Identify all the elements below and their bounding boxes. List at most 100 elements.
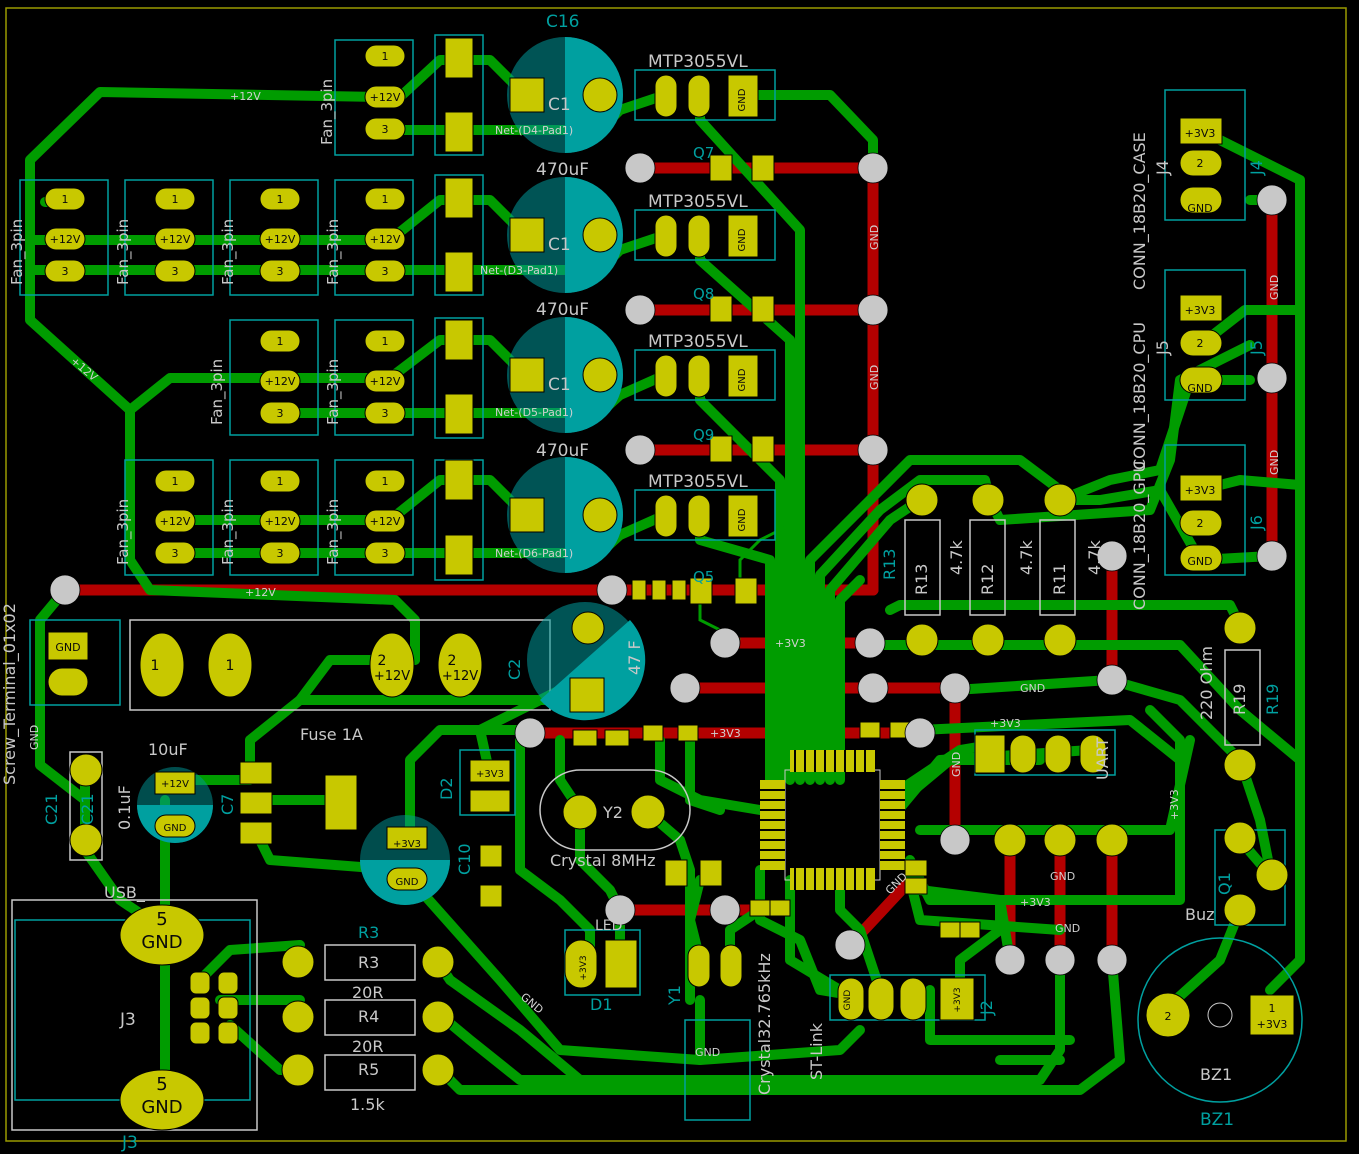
svg-text:1: 1: [277, 193, 284, 206]
component-labels: C16 C1 C1 C1 470uF 470uF 470uF MTP3055VL…: [0, 12, 1282, 1153]
svg-text:J3: J3: [121, 1133, 138, 1153]
svg-text:+12V: +12V: [442, 669, 478, 684]
svg-text:2: 2: [1197, 517, 1204, 530]
svg-text:GND: GND: [737, 88, 748, 111]
svg-text:GND: GND: [1187, 555, 1212, 568]
fan-label-8: Fan_3pin: [114, 499, 133, 565]
fan-labels: Fan_3pin Fan_3pin Fan_3pin Fan_3pin Fan_…: [8, 79, 343, 565]
svg-text:C21: C21: [42, 793, 61, 825]
svg-text:+3V3: +3V3: [710, 727, 741, 740]
svg-text:10uF: 10uF: [148, 740, 188, 759]
svg-text:J3: J3: [119, 1010, 136, 1030]
svg-text:Crystal32.765kHz: Crystal32.765kHz: [755, 953, 774, 1095]
svg-text:GND: GND: [695, 1046, 720, 1059]
fan-label-2: Fan_3pin: [8, 219, 27, 285]
svg-text:GND: GND: [1050, 870, 1075, 883]
svg-text:CONN_18B20_CPU: CONN_18B20_CPU: [1130, 322, 1150, 470]
svg-text:1: 1: [1269, 1002, 1276, 1015]
svg-text:GND: GND: [868, 365, 881, 390]
svg-text:470uF: 470uF: [536, 160, 589, 180]
svg-text:1: 1: [172, 193, 179, 206]
svg-text:R3: R3: [358, 923, 379, 942]
svg-text:J4: J4: [1247, 160, 1266, 176]
svg-text:D2: D2: [437, 778, 456, 801]
fan-label-4: Fan_3pin: [219, 219, 238, 285]
svg-text:GND: GND: [396, 877, 419, 888]
svg-text:0.1uF: 0.1uF: [115, 785, 134, 830]
svg-text:J2: J2: [977, 1000, 996, 1016]
svg-text:R19: R19: [1263, 684, 1282, 715]
svg-text:Net-(D3-Pad1): Net-(D3-Pad1): [480, 264, 558, 277]
svg-text:LED: LED: [595, 918, 622, 934]
svg-text:CONN_18B20_GPU: CONN_18B20_GPU: [1130, 461, 1150, 610]
svg-text:CONN_18B20_CASE: CONN_18B20_CASE: [1130, 132, 1150, 290]
svg-text:3: 3: [277, 265, 284, 278]
svg-text:R12: R12: [978, 564, 997, 595]
svg-text:2: 2: [448, 653, 457, 669]
svg-text:R11: R11: [1050, 564, 1069, 595]
svg-text:+3V3: +3V3: [476, 769, 504, 780]
svg-text:GND: GND: [1268, 275, 1281, 300]
fan-label-9: Fan_3pin: [219, 499, 238, 565]
svg-text:3: 3: [382, 265, 389, 278]
mcu-chip: [760, 750, 905, 890]
svg-text:GND: GND: [737, 368, 748, 391]
svg-text:Net-(D4-Pad1): Net-(D4-Pad1): [495, 124, 573, 137]
svg-text:+12V: +12V: [265, 375, 296, 388]
svg-text:+3V3: +3V3: [1257, 1018, 1288, 1031]
svg-text:MTP3055VL: MTP3055VL: [648, 52, 748, 72]
svg-text:1: 1: [277, 335, 284, 348]
svg-text:5: 5: [156, 1074, 167, 1095]
svg-text:1: 1: [151, 658, 160, 674]
svg-text:GND: GND: [737, 228, 748, 251]
svg-text:Crystal 8MHz: Crystal 8MHz: [550, 851, 656, 870]
svg-text:+12V: +12V: [265, 515, 296, 528]
svg-text:+3V3: +3V3: [579, 955, 589, 980]
svg-text:+12V: +12V: [370, 91, 401, 104]
svg-text:Q9: Q9: [693, 426, 714, 444]
svg-text:1: 1: [382, 50, 389, 63]
svg-text:C10: C10: [455, 843, 474, 875]
svg-text:R5: R5: [358, 1060, 379, 1079]
svg-text:R4: R4: [358, 1007, 379, 1026]
svg-text:20R: 20R: [352, 983, 383, 1002]
svg-text:ST-Link: ST-Link: [807, 1022, 826, 1080]
svg-text:Net-(D5-Pad1): Net-(D5-Pad1): [495, 406, 573, 419]
svg-text:Q8: Q8: [693, 285, 714, 303]
board-edge: [5, 7, 1347, 1142]
svg-text:BZ1: BZ1: [1200, 1110, 1234, 1130]
svg-text:Q5: Q5: [693, 568, 714, 586]
svg-text:1: 1: [226, 658, 235, 674]
svg-text:+3V3: +3V3: [1020, 896, 1051, 909]
svg-text:2: 2: [1165, 1010, 1172, 1023]
svg-text:3: 3: [172, 547, 179, 560]
svg-text:3: 3: [382, 123, 389, 136]
svg-text:GND: GND: [737, 508, 748, 531]
svg-text:GND: GND: [843, 990, 853, 1011]
svg-text:GND: GND: [164, 823, 187, 834]
svg-text:GND: GND: [141, 932, 182, 953]
svg-text:J4: J4: [1153, 160, 1172, 176]
svg-text:1: 1: [277, 475, 284, 488]
svg-text:47 F: 47 F: [625, 640, 644, 675]
svg-text:C2: C2: [505, 659, 524, 680]
svg-text:R13: R13: [880, 549, 899, 580]
svg-text:1: 1: [172, 475, 179, 488]
svg-text:+3V3: +3V3: [953, 987, 963, 1012]
svg-text:+12V: +12V: [370, 233, 401, 246]
svg-text:GND: GND: [868, 225, 881, 250]
svg-text:C21: C21: [78, 793, 97, 825]
svg-text:2: 2: [1197, 157, 1204, 170]
fan-label-7: Fan_3pin: [324, 359, 343, 425]
svg-text:4.7k: 4.7k: [947, 540, 966, 575]
svg-text:R19: R19: [1230, 684, 1249, 715]
svg-text:UART: UART: [1093, 737, 1112, 780]
svg-text:GND: GND: [28, 725, 41, 750]
vias-layer: [49, 152, 1288, 976]
svg-text:3: 3: [277, 407, 284, 420]
svg-text:2: 2: [378, 653, 387, 669]
svg-text:C7: C7: [218, 794, 237, 815]
fan-label-3: Fan_3pin: [114, 219, 133, 285]
svg-text:+12V: +12V: [245, 586, 276, 599]
